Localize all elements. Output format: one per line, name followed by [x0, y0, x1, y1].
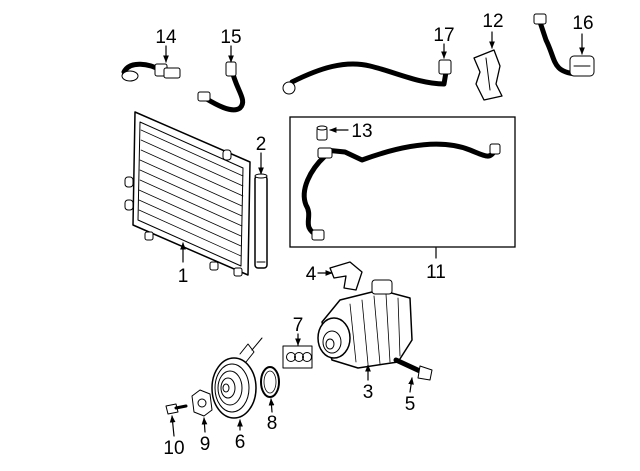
callout-10: 10 [163, 438, 184, 459]
callout-6: 6 [235, 432, 246, 453]
callout-7: 7 [293, 315, 304, 336]
bolt-5-part [393, 357, 433, 381]
callout-15: 15 [220, 27, 241, 48]
callout-1: 1 [178, 266, 189, 287]
callout-16: 16 [572, 13, 593, 34]
callout-4: 4 [306, 264, 317, 285]
callout-9: 9 [200, 434, 211, 455]
bolt-10-part [165, 403, 188, 415]
bracket-4-part [329, 261, 363, 291]
callout-12: 12 [482, 11, 503, 32]
oring-kit-7-part [282, 345, 313, 369]
receiver-drier-part [254, 173, 268, 269]
callout-3: 3 [363, 382, 374, 403]
valve-13-part [316, 125, 328, 141]
condenser-part [124, 111, 251, 277]
hose-16-part [533, 13, 595, 77]
hose-14-part [121, 61, 181, 82]
callout-2: 2 [256, 134, 267, 155]
pulley-6-part [211, 337, 263, 419]
callout-17: 17 [433, 25, 454, 46]
leader-lines [163, 31, 585, 437]
compressor-part [317, 279, 413, 369]
line-assembly-11-part [289, 116, 516, 248]
callout-labels: 14 15 17 12 16 13 2 1 11 4 7 3 5 8 6 9 1… [155, 11, 593, 459]
callout-13: 13 [351, 121, 372, 142]
callout-5: 5 [405, 394, 416, 415]
callout-11: 11 [426, 262, 446, 283]
callout-14: 14 [155, 27, 177, 48]
plate-9-part [191, 389, 213, 417]
callout-8: 8 [267, 413, 278, 434]
hose-15-part [197, 61, 246, 113]
bracket-12-part [473, 49, 503, 101]
oring-8-part [260, 366, 280, 398]
line-17-part [282, 59, 452, 95]
